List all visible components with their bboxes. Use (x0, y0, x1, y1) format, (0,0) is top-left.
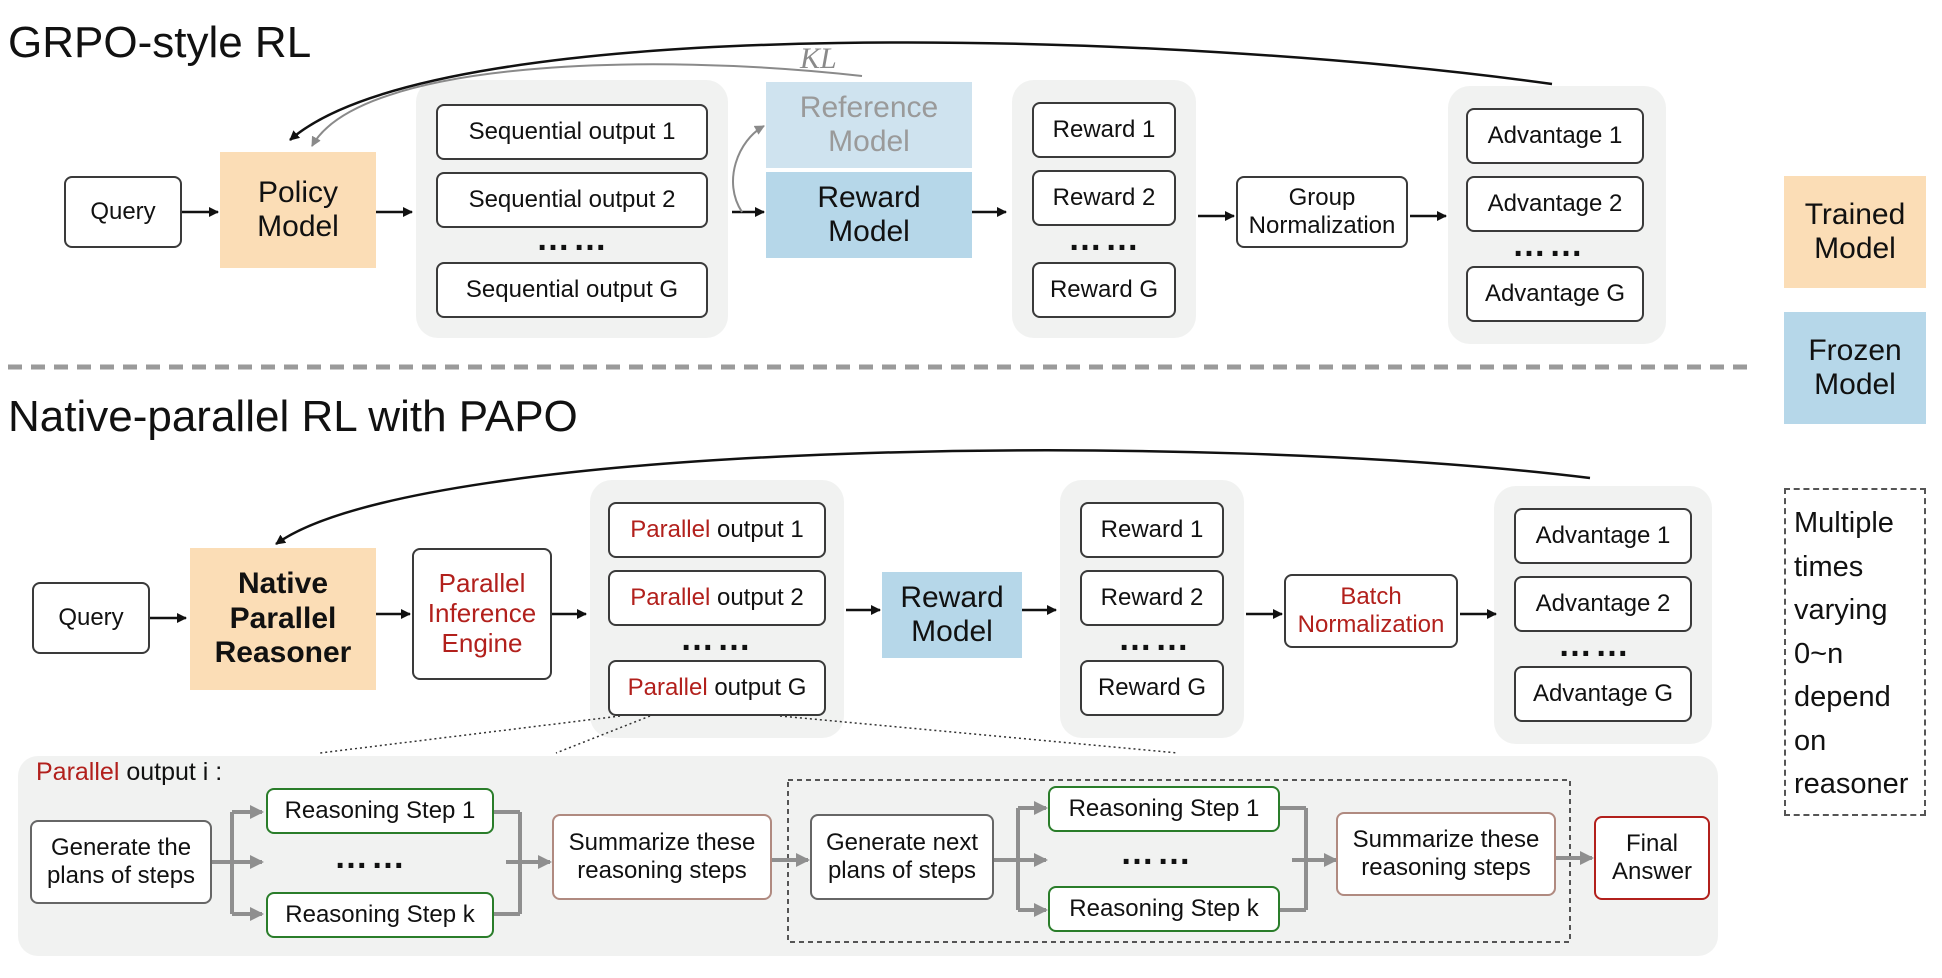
top-reward-g: Reward G (1032, 262, 1176, 318)
top-reward-2-label: Reward 2 (1052, 184, 1156, 212)
summarize-steps-first-label: Summarize these reasoning steps (568, 829, 756, 884)
bottom-advantage-ellipsis: …… (1558, 626, 1632, 664)
detail-label-parallel: Parallel (36, 758, 120, 786)
legend-frozen-model: Frozen Model (1784, 312, 1926, 424)
summarize-steps-first: Summarize these reasoning steps (552, 814, 772, 900)
parallel-output-g: Parallel output G (608, 660, 826, 716)
bottom-reward-2: Reward 2 (1080, 570, 1224, 626)
reasoning-step-k-second: Reasoning Step k (1048, 886, 1280, 932)
generate-next-plans-box: Generate next plans of steps (810, 814, 994, 900)
reference-model-box: Reference Model (766, 82, 972, 168)
top-advantage-1-label: Advantage 1 (1487, 122, 1623, 150)
bottom-reward-2-label: Reward 2 (1100, 584, 1204, 612)
top-reward-model-box: Reward Model (766, 172, 972, 258)
bottom-reward-model-box: Reward Model (882, 572, 1022, 658)
legend-trained-label: Trained Model (1804, 197, 1906, 266)
legend-multiple-label: Multiple times varying 0~n depend on rea… (1794, 507, 1909, 800)
sequential-output-1: Sequential output 1 (436, 104, 708, 160)
top-reward-g-label: Reward G (1049, 276, 1159, 304)
parallel-output-2-prefix: Parallel (630, 584, 711, 612)
bottom-reward-1-label: Reward 1 (1100, 516, 1204, 544)
sequential-output-2-label: Sequential output 2 (468, 186, 676, 214)
top-reward-1-label: Reward 1 (1052, 116, 1156, 144)
top-reward-model-label: Reward Model (817, 180, 921, 249)
top-title: GRPO-style RL (8, 18, 312, 67)
top-advantage-g-label: Advantage G (1484, 280, 1626, 308)
reasoning-step-k-first-label: Reasoning Step k (285, 901, 475, 929)
top-reward-2: Reward 2 (1032, 170, 1176, 226)
top-advantage-ellipsis: …… (1512, 226, 1586, 264)
policy-model-box: Policy Model (220, 152, 376, 268)
parallel-output-g-prefix: Parallel (627, 674, 708, 702)
native-parallel-reasoner-box: Native Parallel Reasoner (190, 548, 376, 690)
final-answer-label: Final Answer (1612, 830, 1693, 885)
reasoning-step-1-second-label: Reasoning Step 1 (1068, 795, 1260, 823)
group-normalization-label: Group Normalization (1248, 184, 1396, 239)
parallel-inference-engine-label: Parallel Inference Engine (427, 568, 537, 658)
detail-label-rest: output i : (126, 758, 223, 786)
bottom-advantage-2-label: Advantage 2 (1535, 590, 1671, 618)
top-advantage-1: Advantage 1 (1466, 108, 1644, 164)
top-query-label: Query (90, 198, 156, 226)
parallel-output-1-prefix: Parallel (630, 516, 711, 544)
reasoning-ellipsis-first: …… (334, 838, 408, 876)
parallel-output-g-label: output G (714, 674, 807, 702)
generate-plans-label: Generate the plans of steps (46, 834, 196, 889)
reasoning-step-1-first-label: Reasoning Step 1 (284, 797, 476, 825)
parallel-output-1-label: output 1 (716, 516, 804, 544)
top-reward-1: Reward 1 (1032, 102, 1176, 158)
top-query-box: Query (64, 176, 182, 248)
batch-normalization-label: Batch Normalization (1297, 583, 1445, 638)
bottom-reward-model-label: Reward Model (900, 580, 1004, 649)
legend-trained-model: Trained Model (1784, 176, 1926, 288)
parallel-output-2-label: output 2 (716, 584, 804, 612)
native-parallel-reasoner-label: Native Parallel Reasoner (214, 567, 352, 670)
bottom-query-box: Query (32, 582, 150, 654)
sequential-output-g-label: Sequential output G (465, 276, 679, 304)
final-answer-box: Final Answer (1594, 816, 1710, 900)
reasoning-step-k-second-label: Reasoning Step k (1069, 895, 1259, 923)
bottom-advantage-2: Advantage 2 (1514, 576, 1692, 632)
bottom-advantage-1-label: Advantage 1 (1535, 522, 1671, 550)
bottom-advantage-g-label: Advantage G (1532, 680, 1674, 708)
summarize-steps-second: Summarize these reasoning steps (1336, 812, 1556, 896)
generate-plans-box: Generate the plans of steps (30, 820, 212, 904)
bottom-query-label: Query (58, 604, 124, 632)
reasoning-step-1-second: Reasoning Step 1 (1048, 786, 1280, 832)
bottom-reward-g-label: Reward G (1097, 674, 1207, 702)
generate-next-plans-label: Generate next plans of steps (825, 829, 979, 884)
repeat-region (787, 779, 1571, 943)
kl-label: KL (799, 42, 837, 75)
reasoning-ellipsis-second: …… (1120, 834, 1194, 872)
top-advantage-2-label: Advantage 2 (1487, 190, 1623, 218)
detail-panel-label: Parallel output i : (36, 758, 222, 787)
reasoning-step-1-first: Reasoning Step 1 (266, 788, 494, 834)
sequential-output-g: Sequential output G (436, 262, 708, 318)
parallel-output-ellipsis: …… (680, 620, 754, 658)
legend-multiple-times: Multiple times varying 0~n depend on rea… (1784, 488, 1926, 816)
bottom-reward-g: Reward G (1080, 660, 1224, 716)
reasoning-step-k-first: Reasoning Step k (266, 892, 494, 938)
group-normalization-box: Group Normalization (1236, 176, 1408, 248)
summarize-steps-second-label: Summarize these reasoning steps (1352, 826, 1540, 881)
bottom-title: Native-parallel RL with PAPO (8, 392, 578, 441)
sequential-output-2: Sequential output 2 (436, 172, 708, 228)
sequential-ellipsis: …… (536, 220, 610, 258)
parallel-inference-engine-box: Parallel Inference Engine (412, 548, 552, 680)
bottom-reward-ellipsis: …… (1118, 620, 1192, 658)
bottom-advantage-1: Advantage 1 (1514, 508, 1692, 564)
batch-normalization-box: Batch Normalization (1284, 574, 1458, 648)
top-reward-ellipsis: …… (1068, 220, 1142, 258)
sequential-output-1-label: Sequential output 1 (468, 118, 676, 146)
bottom-advantage-g: Advantage G (1514, 666, 1692, 722)
parallel-output-2: Parallel output 2 (608, 570, 826, 626)
parallel-output-1: Parallel output 1 (608, 502, 826, 558)
bottom-reward-1: Reward 1 (1080, 502, 1224, 558)
policy-model-label: Policy Model (257, 175, 339, 244)
reference-model-label: Reference Model (799, 90, 939, 159)
top-advantage-2: Advantage 2 (1466, 176, 1644, 232)
legend-frozen-label: Frozen Model (1808, 333, 1902, 402)
top-advantage-g: Advantage G (1466, 266, 1644, 322)
